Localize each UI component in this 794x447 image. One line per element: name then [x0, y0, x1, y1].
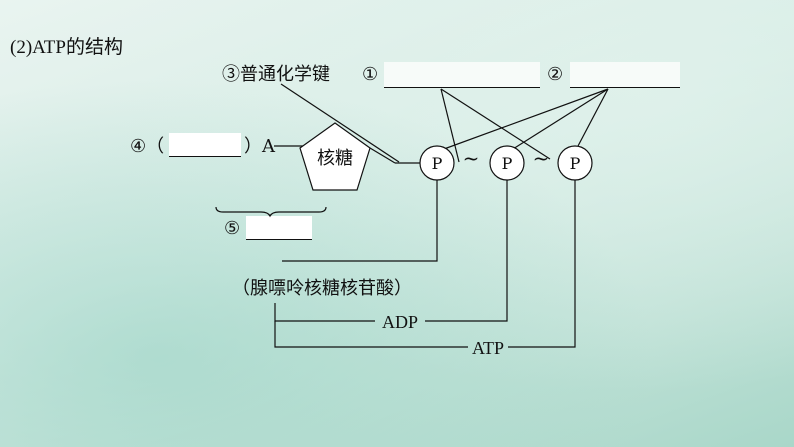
ribose-pentagon	[299, 122, 371, 191]
high-energy-bond-1: ~	[463, 146, 480, 170]
blank-1-marker: ①	[362, 64, 379, 85]
adp-line-left	[274, 303, 375, 322]
atp-line-right	[508, 180, 576, 348]
blank-5-box[interactable]	[246, 216, 312, 240]
nucleotide-label: （腺嘌呤核糖核苷酸）	[232, 278, 412, 299]
high-energy-bond-2: ~	[533, 146, 550, 170]
adp-label: ADP	[382, 312, 418, 332]
nucleoside-brace	[215, 206, 327, 218]
pointer-1-right	[440, 88, 551, 160]
phosphate-label-2: P	[502, 154, 513, 173]
blank-4-box[interactable]	[169, 133, 241, 157]
blank-5-marker: ⑤	[224, 218, 241, 239]
phosphate-label-3: P	[570, 154, 581, 173]
blank-4-marker: ④（	[130, 136, 165, 157]
sugar-linker	[369, 147, 396, 164]
blank-1-box[interactable]	[384, 62, 540, 88]
adp-line-right	[425, 180, 508, 322]
ordinary-bond-label: ③普通化学键	[222, 64, 330, 85]
pointer-2-c	[577, 88, 609, 147]
pointer-2-b	[512, 88, 609, 150]
atp-label: ATP	[472, 338, 504, 358]
bond-pointer-3	[280, 83, 400, 163]
phosphate-label-1: P	[432, 154, 443, 173]
blank-2-marker: ②	[547, 64, 564, 85]
pointer-2-a	[443, 88, 609, 150]
atp-line-left	[274, 321, 468, 348]
nucleotide-line	[282, 180, 438, 262]
adenine-label: ）A	[244, 136, 275, 157]
pointer-1-left	[440, 88, 460, 163]
blank-2-box[interactable]	[570, 62, 680, 88]
slide-title: (2)ATP的结构	[10, 37, 123, 58]
ribose-label: 核糖	[317, 148, 353, 169]
